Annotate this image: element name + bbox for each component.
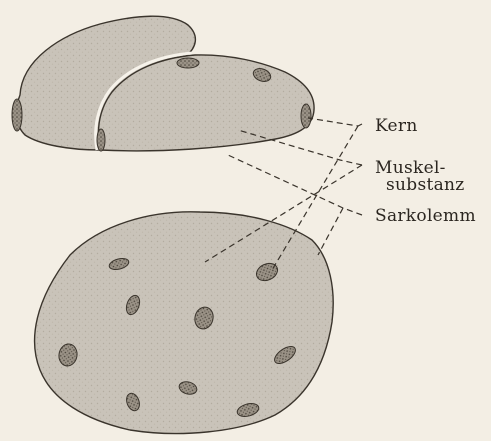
sarkolemm-leader-line	[228, 155, 362, 215]
kern-leader-line	[308, 118, 362, 126]
label-kern: Kern	[375, 117, 418, 135]
label-muskelsubstanz-line2: substanz	[386, 176, 465, 194]
nucleus-icon	[97, 129, 105, 151]
nucleus-icon	[301, 104, 311, 128]
nucleus-icon	[177, 58, 199, 68]
label-sarkolemm: Sarkolemm	[375, 207, 476, 225]
nucleus-icon	[12, 99, 22, 131]
fiber-cross-section	[35, 212, 334, 434]
sarkolemm-leader-line	[318, 208, 343, 255]
